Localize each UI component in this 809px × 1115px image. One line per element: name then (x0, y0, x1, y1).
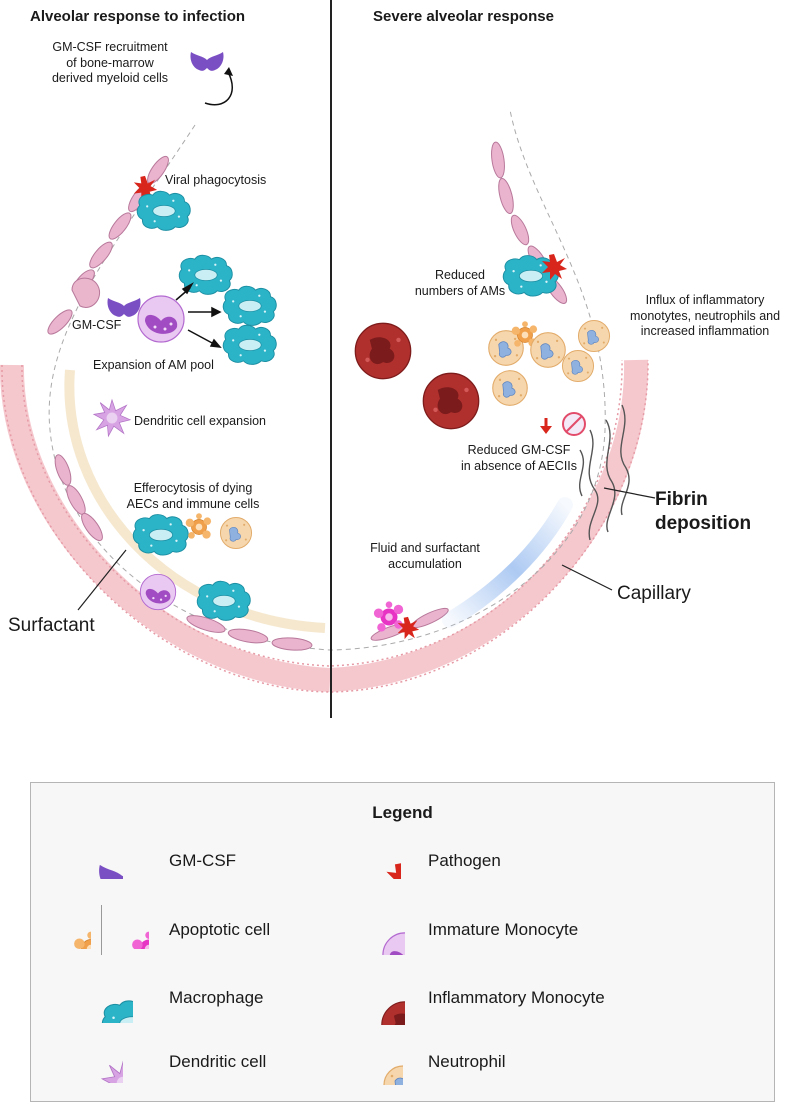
legend-separator (101, 905, 102, 955)
dendritic-expansion-label: Dendritic cell expansion (134, 414, 267, 428)
capillary-right (329, 359, 649, 692)
macrophage-expansion-2 (222, 285, 277, 326)
apoptotic-cell-pink-icon (111, 911, 149, 949)
gm-csf-molecule-2 (107, 298, 141, 317)
fluid-accumulation-label: Fluid and surfactant accumulation (370, 541, 480, 571)
left-panel-title: Alveolar response to infection (30, 8, 246, 25)
neutrophil-3 (492, 370, 528, 406)
legend-label-neutrophil: Neutrophil (428, 1052, 506, 1071)
neutrophil-5 (577, 319, 611, 353)
immature-monocyte-2 (139, 573, 177, 611)
legend-box: Legend GM-CSF Pathogen Apoptotic cell Im… (30, 782, 775, 1102)
aecii-cell (71, 277, 100, 308)
inflammatory-monocyte-1 (354, 322, 412, 380)
capillary-left (0, 364, 331, 692)
macrophage-wall (196, 580, 251, 621)
immature-monocyte-icon (355, 905, 405, 955)
macrophage-efferocytosis (132, 514, 189, 556)
neutrophil-icon (359, 1041, 403, 1085)
immature-monocyte-1 (137, 295, 185, 343)
dendritic-cell (93, 399, 131, 437)
inflammatory-monocyte-icon (353, 973, 405, 1025)
neutrophil-2 (530, 332, 566, 368)
surfactant-layer (64, 369, 326, 633)
macrophage-phagocytosis (136, 190, 191, 231)
reduced-gmcsf-icon (540, 412, 586, 436)
gm-csf-label: GM-CSF (72, 318, 122, 332)
alveolus-diagram (0, 52, 656, 693)
legend-title: Legend (372, 803, 433, 822)
gm-csf-molecule (190, 52, 224, 71)
legend-label-pathogen: Pathogen (428, 851, 501, 870)
reduced-ams-label: Reduced numbers of AMs (414, 268, 506, 298)
epithelium-left (47, 155, 313, 651)
neutrophil-4 (561, 349, 595, 383)
macrophage-icon (69, 977, 133, 1023)
fluid-accumulation (442, 497, 573, 628)
panel-divider (330, 0, 332, 718)
viral-phagocytosis-label: Viral phagocytosis (165, 173, 267, 187)
macrophage-reduced (502, 255, 559, 297)
legend-label-macrophage: Macrophage (169, 988, 264, 1007)
pathogen-icon (367, 845, 401, 879)
gmcsf-recruitment-text: GM-CSF recruitment of bone-marrow derive… (51, 40, 169, 86)
gm-csf-icon (71, 845, 123, 879)
neutrophil-dying (219, 516, 253, 550)
inflammatory-monocyte-2 (422, 372, 480, 430)
legend-label-dendritic: Dendritic cell (169, 1052, 267, 1071)
influx-label: Influx of inflammatory monotytes, neutro… (629, 293, 781, 339)
reduced-gmcsf-label: Reduced GM-CSF in absence of AECIIs (460, 443, 578, 473)
legend-label-inflammatory-monocyte: Inflammatory Monocyte (428, 988, 605, 1007)
right-panel-title: Severe alveolar response (373, 8, 554, 25)
apoptotic-cell-orange (185, 512, 212, 540)
surfactant-label: Surfactant (8, 615, 95, 636)
capillary-label: Capillary (617, 583, 691, 604)
efferocytosis-label: Efferocytosis of dying AECs and immune c… (126, 481, 260, 511)
dendritic-cell-icon (77, 1037, 123, 1083)
legend-label-immature-monocyte: Immature Monocyte (428, 920, 579, 939)
fibrin-deposition-label: Fibrin deposition (655, 489, 752, 534)
legend-label-gmcsf: GM-CSF (169, 851, 237, 870)
apoptotic-cell-icon (53, 911, 91, 949)
expansion-am-pool-label: Expansion of AM pool (93, 358, 214, 372)
macrophage-expansion-3 (222, 324, 277, 365)
legend-label-apoptotic: Apoptotic cell (169, 920, 271, 939)
fibrin-strands (579, 404, 630, 541)
